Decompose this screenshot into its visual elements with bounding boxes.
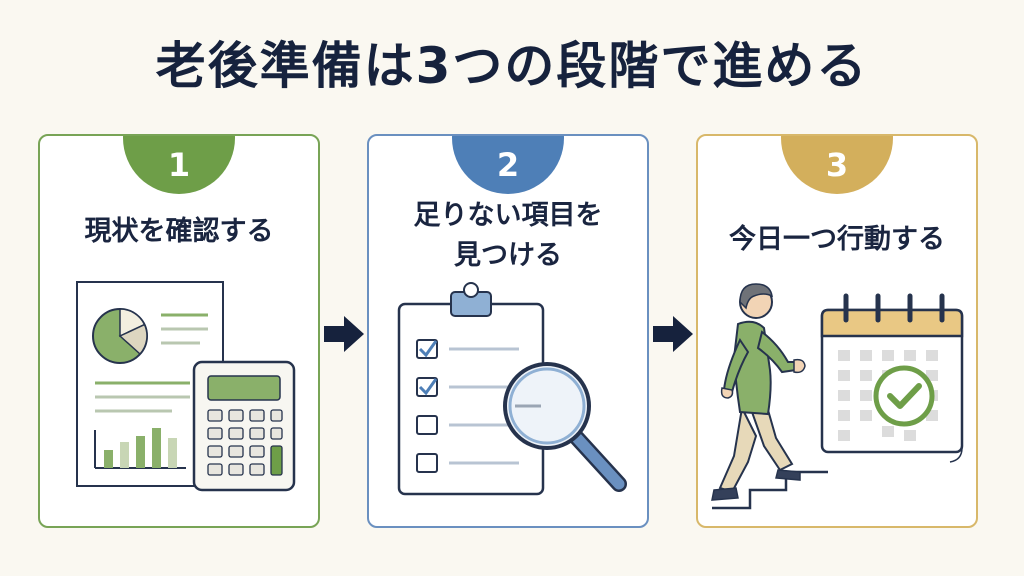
magnifying-glass-icon: [503, 362, 627, 492]
climbing-person-icon: [711, 283, 806, 501]
step-title: 今日一つ行動する: [698, 220, 976, 260]
step-title-line: 今日一つ行動する: [729, 224, 945, 255]
page-title: 老後準備は3つの段階で進める: [155, 37, 869, 95]
calendar-icon: [820, 293, 964, 463]
clipboard-icon: [397, 282, 545, 496]
find-gaps-illustration: [397, 282, 627, 496]
take-action-illustration: [711, 283, 964, 510]
step-title-line: 見つける: [454, 240, 562, 271]
checkbox-icon: [416, 415, 438, 435]
arrow-right-icon: [324, 316, 364, 352]
step-title-line: 現状を確認する: [84, 216, 274, 247]
step-card-1: 1 現状を確認する: [38, 134, 320, 528]
step-title: 現状を確認する: [40, 212, 318, 252]
pie-chart-icon: [92, 308, 148, 364]
arrow-right-icon: [653, 316, 693, 352]
step-number-badge: 2: [452, 136, 564, 194]
step-card-2: 2 足りない項目を 見つける: [367, 134, 649, 528]
step-number-badge: 1: [123, 136, 235, 194]
status-review-illustration: [76, 281, 296, 492]
bar-chart-icon: [94, 428, 186, 469]
checkbox-icon: [416, 339, 438, 359]
checkbox-icon: [416, 377, 438, 397]
check-circle-icon: [873, 365, 935, 427]
step-title: 足りない項目を 見つける: [369, 196, 647, 276]
step-title-line: 足りない項目を: [413, 200, 603, 231]
step-card-3: 3 今日一つ行動する: [696, 134, 978, 528]
calculator-icon: [192, 360, 296, 492]
checkbox-icon: [416, 453, 438, 473]
step-number-badge: 3: [781, 136, 893, 194]
